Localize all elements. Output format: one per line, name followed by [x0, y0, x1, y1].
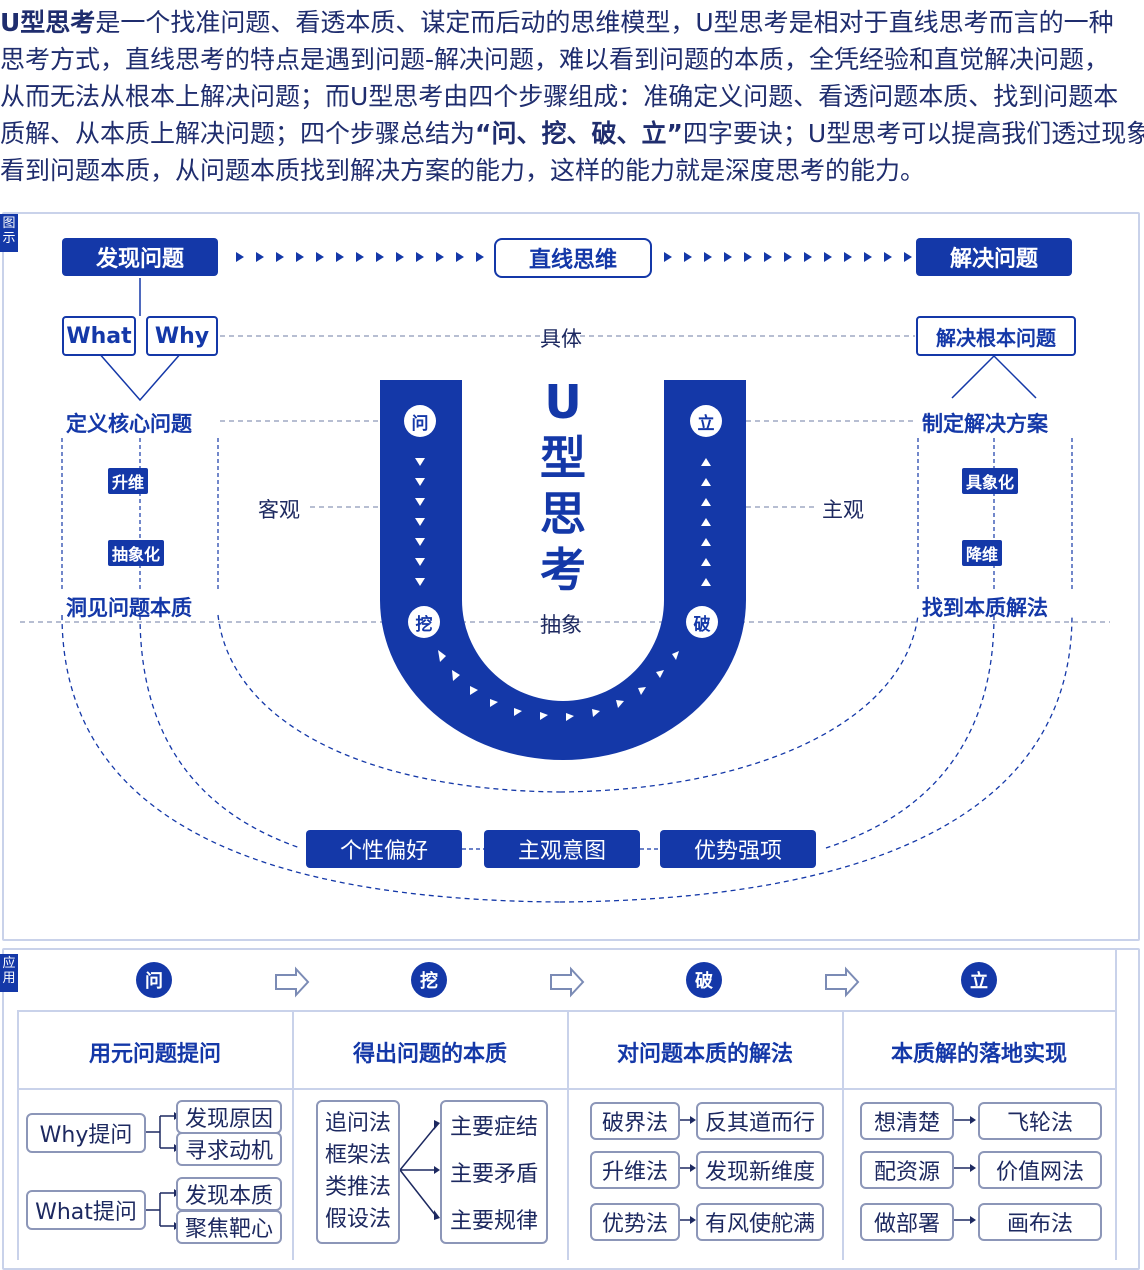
- intro-line-4: 质解、从本质上解决问题；四个步骤总结为“问、挖、破、立”四字要诀；U型思考可以提…: [0, 119, 1144, 148]
- table-col-line-4: [1115, 950, 1117, 1260]
- header-essence: 得出问题的本质: [352, 1042, 507, 1067]
- col4-action-2: 配资源: [860, 1151, 954, 1189]
- solve-problem-box: 解决问题: [916, 238, 1072, 276]
- solve-root-problem-box: 解决根本问题: [916, 316, 1076, 356]
- intro-line-5: 看到问题本质，从问题本质找到解决方案的能力，这样的能力就是深度思考的能力。: [0, 156, 926, 185]
- col3-result-1: 反其道而行: [696, 1102, 824, 1140]
- diagram-tag: 图示: [0, 214, 18, 252]
- make-solution-plan: 制定解决方案: [922, 412, 1048, 436]
- subjective-label: 主观: [822, 498, 864, 522]
- u-step-ask: 问: [404, 405, 436, 437]
- header-meta-question: 用元问题提问: [88, 1042, 221, 1067]
- col4-method-2: 价值网法: [978, 1151, 1102, 1189]
- intro-paragraph: U型思考是一个找准问题、看透本质、谋定而后动的思维模型，U型思考是相对于直线思考…: [0, 4, 1144, 189]
- define-core-problem: 定义核心问题: [66, 412, 192, 436]
- method-4: 假设法: [324, 1207, 391, 1232]
- col4-method-3: 画布法: [978, 1203, 1102, 1241]
- what-box: What: [62, 316, 136, 356]
- intro-line-2: 思考方式，直线思考的特点是遇到问题-解决问题，难以看到问题的本质，全凭经验和直觉…: [0, 45, 1110, 74]
- result-1: 主要症结: [449, 1115, 538, 1141]
- app-step-ask: 问: [136, 962, 172, 998]
- app-step-build: 立: [961, 962, 997, 998]
- linear-thinking-box: 直线思维: [494, 238, 652, 278]
- insight-essence: 洞见问题本质: [66, 596, 192, 620]
- method-1: 追问法: [324, 1111, 391, 1136]
- table-col-line-0: [17, 1010, 19, 1260]
- abstract-label: 抽象: [540, 613, 582, 637]
- method-3: 类推法: [324, 1175, 391, 1200]
- strengths-box: 优势强项: [660, 830, 816, 868]
- why-question-box: Why提问: [26, 1113, 146, 1153]
- results-box: 主要症结 主要矛盾 主要规律: [440, 1100, 548, 1244]
- result-3: 主要规律: [449, 1208, 538, 1234]
- method-2: 框架法: [324, 1143, 391, 1168]
- upgrade-dimension-tag: 升维: [108, 468, 149, 494]
- why-item-1: 发现原因: [176, 1100, 282, 1134]
- header-solution: 对问题本质的解法: [616, 1042, 793, 1067]
- abstraction-tag: 抽象化: [108, 540, 165, 566]
- what-item-2: 聚焦靶心: [176, 1210, 282, 1244]
- col4-action-1: 想清楚: [860, 1102, 954, 1140]
- table-col-line-3: [842, 1010, 844, 1260]
- col3-method-3: 优势法: [590, 1203, 680, 1241]
- col3-result-2: 发现新维度: [696, 1151, 824, 1189]
- subjective-intent-box: 主观意图: [484, 830, 640, 868]
- col3-method-2: 升维法: [590, 1151, 680, 1189]
- u-step-break: 破: [686, 606, 718, 638]
- intro-line-3: 从而无法从根本上解决问题；而U型思考由四个步骤组成：准确定义问题、看透问题本质、…: [0, 82, 1119, 111]
- concretization-tag: 具象化: [962, 468, 1019, 494]
- result-2: 主要矛盾: [449, 1161, 538, 1187]
- find-essential-solution: 找到本质解法: [922, 596, 1048, 620]
- table-col-line-2: [567, 1010, 569, 1260]
- why-box: Why: [146, 316, 218, 356]
- discover-problem-box: 发现问题: [62, 238, 218, 276]
- intro-line-1: U型思考是一个找准问题、看透本质、谋定而后动的思维模型，U型思考是相对于直线思考…: [0, 8, 1114, 37]
- u-title-1: U: [544, 375, 582, 429]
- methods-box: 追问法 框架法 类推法 假设法: [316, 1100, 400, 1244]
- objective-label: 客观: [258, 498, 300, 522]
- col4-action-3: 做部署: [860, 1203, 954, 1241]
- u-title-3: 思: [540, 487, 586, 541]
- what-question-box: What提问: [26, 1190, 146, 1230]
- u-step-build: 立: [690, 405, 722, 437]
- concrete-label: 具体: [540, 327, 582, 351]
- app-step-break: 破: [686, 962, 722, 998]
- col4-method-1: 飞轮法: [978, 1102, 1102, 1140]
- col3-result-3: 有风使舵满: [696, 1203, 824, 1241]
- application-tag: 应用: [0, 954, 18, 992]
- u-step-dig: 挖: [408, 606, 440, 638]
- u-title-2: 型: [540, 431, 586, 485]
- header-implementation: 本质解的落地实现: [890, 1042, 1067, 1067]
- downgrade-dimension-tag: 降维: [962, 540, 1003, 566]
- col3-method-1: 破界法: [590, 1102, 680, 1140]
- app-step-dig: 挖: [411, 962, 447, 998]
- u-title-4: 考: [540, 543, 586, 597]
- what-item-1: 发现本质: [176, 1177, 282, 1211]
- why-item-2: 寻求动机: [176, 1132, 282, 1166]
- personal-preference-box: 个性偏好: [306, 830, 462, 868]
- table-col-line-1: [292, 1010, 294, 1260]
